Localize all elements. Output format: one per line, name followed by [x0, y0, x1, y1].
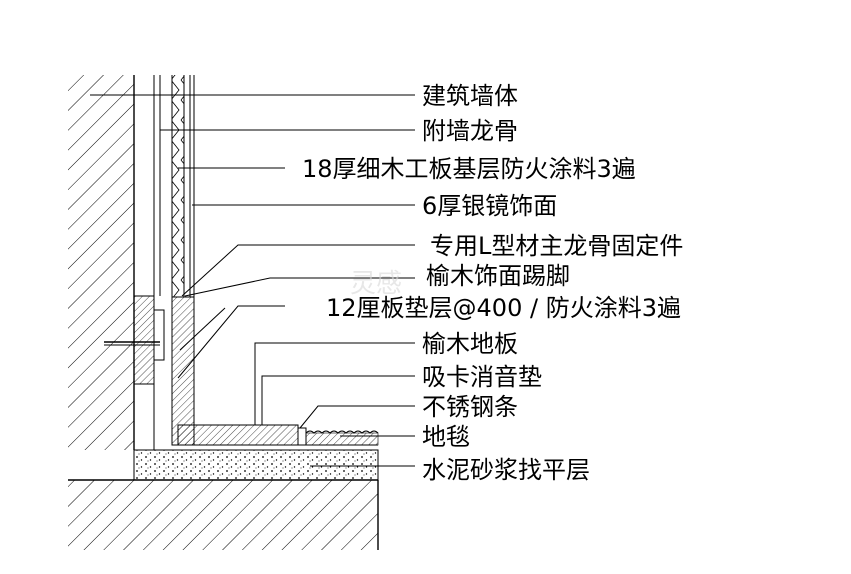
board-18mm [171, 75, 185, 297]
label-stud: 附墙龙骨 [422, 117, 518, 145]
l-bracket [104, 295, 165, 385]
label-pad: 吸卡消音垫 [422, 363, 542, 391]
leader-lines [90, 94, 415, 467]
wall-stud [153, 75, 161, 450]
label-skirting: 榆木饰面踢脚 [426, 262, 570, 290]
building-wall [68, 75, 379, 550]
label-floor: 榆木地板 [422, 330, 518, 358]
mirror-face [189, 75, 195, 297]
label-screed: 水泥砂浆找平层 [422, 456, 590, 484]
label-wall: 建筑墙体 [422, 82, 518, 110]
label-board12: 12厘板垫层@400 / 防火涂料3遍 [326, 294, 681, 322]
label-bracket: 专用L型材主龙骨固定件 [430, 232, 683, 260]
watermark: 灵感 [350, 269, 402, 299]
label-steel: 不锈钢条 [422, 393, 518, 421]
label-mirror: 6厚银镜饰面 [422, 192, 557, 220]
skirting [171, 296, 195, 446]
labels: 建筑墙体 附墙龙骨 18厚细木工板基层防火涂料3遍 6厚银镜饰面 专用L型材主龙… [302, 82, 683, 484]
label-board18: 18厚细木工板基层防火涂料3遍 [302, 155, 636, 183]
label-carpet: 地毯 [422, 423, 470, 451]
floor-layers [133, 424, 379, 481]
